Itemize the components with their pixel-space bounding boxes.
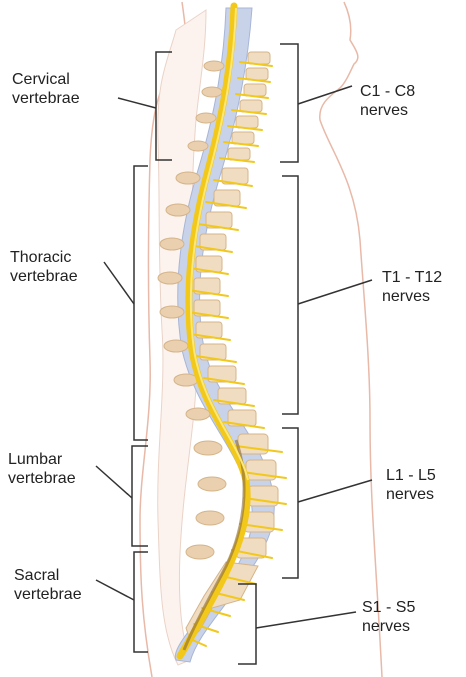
sacral-label-line2: vertebrae (14, 585, 82, 604)
right-brackets (238, 44, 372, 664)
sacral-label: Sacral vertebrae (14, 566, 82, 604)
thoracic-label-line2: vertebrae (10, 267, 78, 286)
thoracic-leader (104, 262, 134, 304)
s-nerves-label: S1 - S5 nerves (362, 598, 415, 636)
c-nerves-bracket (280, 44, 298, 162)
s-nerves-leader (256, 612, 356, 628)
cervical-label: Cervical vertebrae (12, 70, 80, 108)
c-nerves-label-line2: nerves (360, 101, 415, 120)
t-nerves-leader (298, 280, 372, 304)
t-nerves-label: T1 - T12 nerves (382, 268, 442, 306)
cervical-label-line2: vertebrae (12, 89, 80, 108)
t-nerves-label-line1: T1 - T12 (382, 268, 442, 287)
thoracic-bracket (134, 166, 148, 440)
lumbar-leader (96, 466, 132, 498)
l-nerves-leader (298, 480, 372, 502)
l-nerves-label: L1 - L5 nerves (386, 466, 436, 504)
l-nerves-label-line1: L1 - L5 (386, 466, 436, 485)
t-nerves-label-line2: nerves (382, 287, 442, 306)
s-nerves-label-line1: S1 - S5 (362, 598, 415, 617)
sacral-label-line1: Sacral (14, 566, 82, 585)
lumbar-label-line1: Lumbar (8, 450, 76, 469)
c-nerves-label-line1: C1 - C8 (360, 82, 415, 101)
lumbar-label-line2: vertebrae (8, 469, 76, 488)
sacral-leader (96, 580, 134, 600)
c-nerves-label: C1 - C8 nerves (360, 82, 415, 120)
l-nerves-label-line2: nerves (386, 485, 436, 504)
s-nerves-label-line2: nerves (362, 617, 415, 636)
t-nerves-bracket (282, 176, 298, 414)
lumbar-label: Lumbar vertebrae (8, 450, 76, 488)
thoracic-label-line1: Thoracic (10, 248, 78, 267)
cervical-leader (118, 98, 156, 108)
thoracic-label: Thoracic vertebrae (10, 248, 78, 286)
cervical-label-line1: Cervical (12, 70, 80, 89)
